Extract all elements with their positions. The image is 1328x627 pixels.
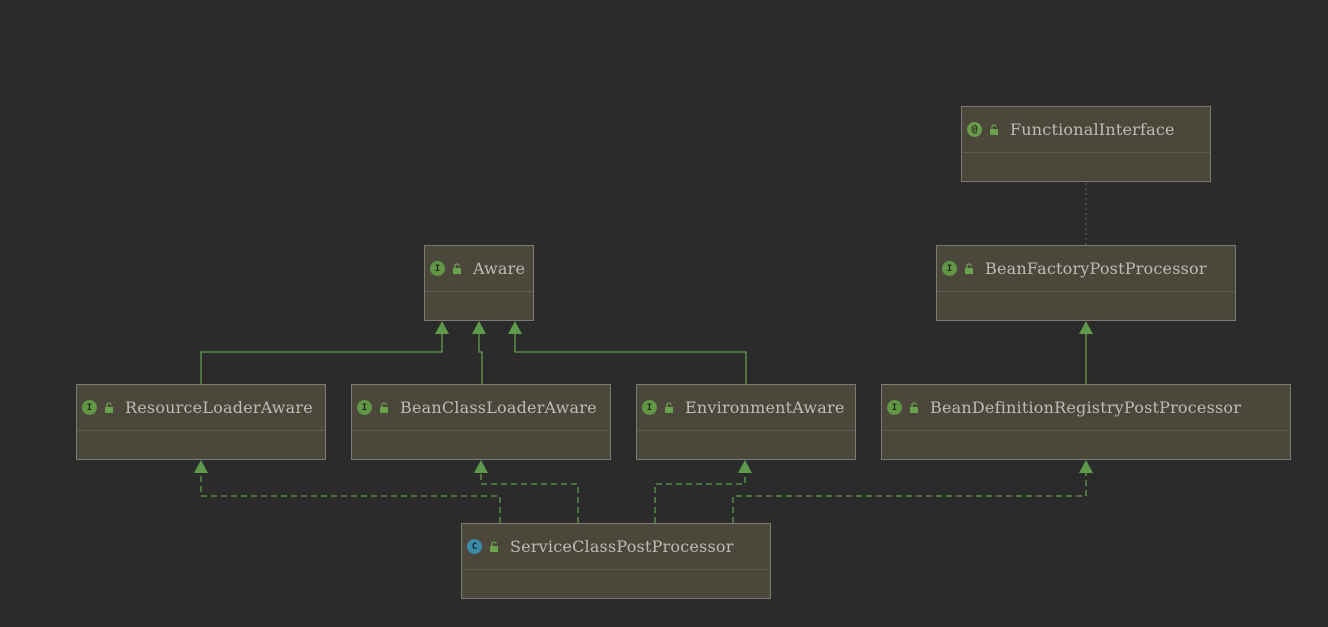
interface-icon: I [430,261,445,276]
public-lock-icon [102,401,116,415]
edge-service-class-post-processor-to-resource-loader-aware [194,460,501,523]
inheritance-arrowhead [738,460,752,473]
annotation-icon: @ [967,122,982,137]
edge-line [514,333,747,384]
public-lock-icon [377,401,391,415]
public-lock-icon [487,540,501,554]
node-header: @ FunctionalInterface [962,107,1210,153]
interface-icon: I [887,400,902,415]
public-lock-icon [662,401,676,415]
public-lock-icon [987,123,1001,137]
node-name: ServiceClassPostProcessor [510,537,734,556]
node-name: BeanDefinitionRegistryPostProcessor [930,398,1242,417]
node-bean-definition-registry-post-processor[interactable]: I BeanDefinitionRegistryPostProcessor [881,384,1291,460]
node-name: ResourceLoaderAware [125,398,313,417]
public-lock-icon [962,262,976,276]
node-name: BeanFactoryPostProcessor [985,259,1207,278]
node-aware[interactable]: I Aware [424,245,534,321]
edge-line [478,333,483,384]
inheritance-arrowhead [1079,321,1093,334]
node-name: BeanClassLoaderAware [400,398,597,417]
node-name: FunctionalInterface [1010,120,1175,139]
edge-resource-loader-aware-to-aware [200,321,449,384]
interface-icon: I [357,400,372,415]
node-service-class-post-processor[interactable]: C ServiceClassPostProcessor [461,523,771,599]
inheritance-arrowhead [508,321,522,334]
edge-service-class-post-processor-to-bean-class-loader-aware [474,460,579,523]
inheritance-arrowhead [472,321,486,334]
node-bean-class-loader-aware[interactable]: I BeanClassLoaderAware [351,384,611,460]
node-name: EnvironmentAware [685,398,845,417]
edge-line [480,472,579,523]
interface-icon: I [642,400,657,415]
edge-line [732,472,1087,523]
inheritance-arrowhead [194,460,208,473]
node-header: I BeanClassLoaderAware [352,385,610,431]
edge-service-class-post-processor-to-bean-definition-registry-post-processor [732,460,1093,523]
edge-bean-class-loader-aware-to-aware [472,321,486,384]
node-header: I BeanDefinitionRegistryPostProcessor [882,385,1290,431]
interface-icon: I [82,400,97,415]
edge-line [200,333,443,384]
public-lock-icon [450,262,464,276]
node-header: I EnvironmentAware [637,385,855,431]
inheritance-arrowhead [474,460,488,473]
node-header: I Aware [425,246,533,292]
edge-bean-definition-registry-post-processor-to-bean-factory-post-processor [1079,321,1093,384]
edge-service-class-post-processor-to-environment-aware [654,460,752,523]
class-icon: C [467,539,482,554]
inheritance-arrowhead [1079,460,1093,473]
node-resource-loader-aware[interactable]: I ResourceLoaderAware [76,384,326,460]
node-header: I BeanFactoryPostProcessor [937,246,1235,292]
node-name: Aware [473,259,526,278]
interface-icon: I [942,261,957,276]
node-bean-factory-post-processor[interactable]: I BeanFactoryPostProcessor [936,245,1236,321]
node-header: C ServiceClassPostProcessor [462,524,770,570]
node-environment-aware[interactable]: I EnvironmentAware [636,384,856,460]
edge-environment-aware-to-aware [508,321,747,384]
public-lock-icon [907,401,921,415]
edge-line [654,472,746,523]
node-functional-interface[interactable]: @ FunctionalInterface [961,106,1211,182]
node-header: I ResourceLoaderAware [77,385,325,431]
inheritance-arrowhead [435,321,449,334]
edge-line [200,472,501,523]
